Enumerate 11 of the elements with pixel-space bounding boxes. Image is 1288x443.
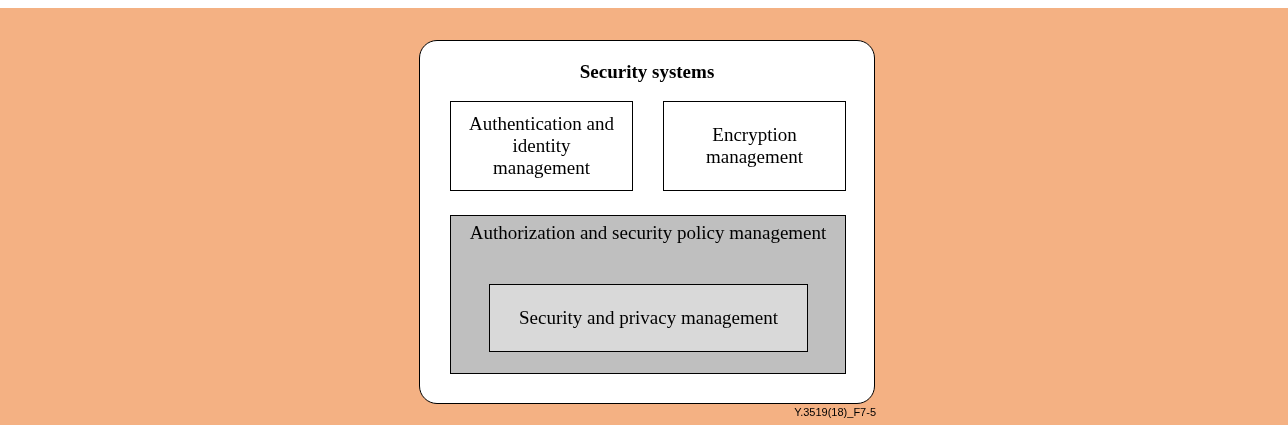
process-box [450, 101, 633, 191]
box-label: Security and privacy management [517, 307, 779, 329]
process-box [489, 284, 808, 352]
container-box [419, 40, 875, 404]
box-label: Authentication and identity management [467, 113, 616, 179]
group-box [450, 215, 846, 374]
box-label: Encryption management [704, 124, 805, 168]
figure-id: Y.3519(18)_F7-5 [794, 406, 876, 418]
heading: Security systems [578, 61, 716, 83]
box-label: Authorization and security policy management [468, 222, 828, 244]
process-box [663, 101, 846, 191]
